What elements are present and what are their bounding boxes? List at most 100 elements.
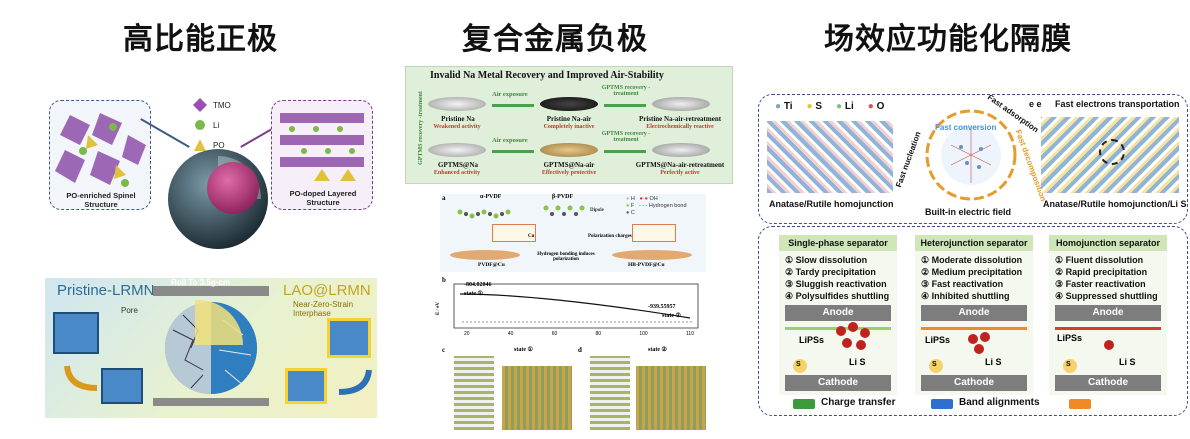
row2-note-1: Enhanced activity bbox=[433, 170, 481, 176]
air-exposure-label-bottom: Air exposure bbox=[492, 137, 528, 144]
separator-heading: 场效应功能化隔膜 bbox=[824, 22, 1072, 57]
row2-name-3: GPTMS@Na-air-retreatment bbox=[635, 161, 725, 169]
alpha-pvdf-label: α-PVDF bbox=[480, 194, 502, 200]
hetero-cathode: Cathode bbox=[921, 375, 1027, 391]
d-state-label: state ② bbox=[648, 347, 667, 353]
heterojunction-column: Heterojunction separator ① Moderate diss… bbox=[915, 235, 1033, 395]
fast-electrons-label: Fast electrons transportation bbox=[1055, 99, 1180, 109]
disk-pristine-na-air-retreatment bbox=[652, 97, 710, 111]
na-panel-title: Invalid Na Metal Recovery and Improved A… bbox=[430, 70, 664, 81]
hetero-separator-line bbox=[921, 327, 1027, 330]
highlight-circle bbox=[1099, 139, 1125, 165]
electron-marks: e e bbox=[1029, 99, 1042, 109]
core-shell-particle bbox=[168, 149, 268, 249]
atom-ti: ● Ti bbox=[775, 101, 793, 112]
beta-pvdf-label: β-PVDF bbox=[552, 194, 574, 200]
cathode-heading: 高比能正极 bbox=[123, 22, 278, 57]
row2-name-1: GPTMS@Na bbox=[438, 161, 478, 169]
energy-curve-chart bbox=[453, 283, 699, 329]
arrow-gptms-top bbox=[604, 104, 646, 107]
rolling-panel: Pristine-LRMN LAO@LRMN Roll To 3.5g·cm P… bbox=[45, 278, 377, 418]
c-slab-structure bbox=[502, 366, 572, 430]
curved-arrow-right-icon bbox=[338, 369, 372, 395]
energy-value-1: -804.02046 bbox=[464, 282, 492, 288]
subfigure-a: a α-PVDF β-PVDF ● H ●-● OH ● F - - - Hyd… bbox=[440, 194, 706, 272]
energy-axis-label: E / eV bbox=[436, 301, 442, 316]
dipole-label: Dipole bbox=[590, 208, 604, 213]
homojunction-title: Homojunction separator bbox=[1049, 235, 1167, 251]
layered-lattice-graphic bbox=[280, 113, 364, 181]
atom-legend: ● H ●-● OH ● F - - - Hydrogen bond ● C bbox=[626, 196, 687, 216]
right-homojunction-label: Anatase/Rutile homojunction/Li S bbox=[1043, 199, 1187, 209]
single-line-1: ① Slow dissolution bbox=[785, 255, 868, 265]
heterojunction-title: Heterojunction separator bbox=[915, 235, 1033, 251]
row1-note-1: Weakened activity bbox=[433, 124, 481, 130]
atom-li: ● Li bbox=[836, 101, 854, 112]
pristine-grain-bottom bbox=[101, 368, 143, 404]
single-lips-label: LiPSs bbox=[799, 335, 825, 345]
gptms-label-top: GPTMS recovery -treatment bbox=[601, 85, 651, 97]
disk-pristine-na bbox=[428, 97, 486, 111]
hetero-line-1: ① Moderate dissolution bbox=[921, 255, 1023, 265]
anatase-rutile-lattice bbox=[767, 121, 893, 193]
gptms-label-bottom: GPTMS recovery -treatment bbox=[601, 131, 651, 143]
homo-line-3: ③ Faster reactivation bbox=[1055, 279, 1146, 289]
arrow-air-top bbox=[492, 104, 534, 107]
single-cathode: Cathode bbox=[785, 375, 891, 391]
na-recovery-panel: Invalid Na Metal Recovery and Improved A… bbox=[405, 66, 733, 184]
charge-transfer-label: Charge transfer bbox=[821, 397, 896, 408]
subfigure-b: b E / eV -804.02046 state ① -939.55957 s… bbox=[436, 276, 706, 342]
hb-pvdf-cu-disk bbox=[612, 250, 692, 260]
electric-field-diagram bbox=[925, 109, 1017, 201]
hetero-li2s-label: Li S bbox=[985, 357, 1002, 367]
homo-lips-cluster bbox=[1104, 340, 1114, 350]
row1-name-3: Pristine Na-air-retreatment bbox=[638, 115, 722, 123]
extra-swatch bbox=[1069, 399, 1091, 409]
c-state-label: state ① bbox=[514, 347, 533, 353]
label-d: d bbox=[578, 346, 582, 354]
legend-item-li: Li bbox=[193, 118, 231, 132]
roller-bottom bbox=[153, 398, 269, 406]
state1-label: state ① bbox=[464, 291, 483, 297]
gptms-side-label: GPTMS recovery -treatment bbox=[417, 91, 424, 165]
fast-conversion-label: Fast conversion bbox=[935, 123, 997, 132]
disk-gptms-na-air bbox=[540, 143, 598, 157]
coated-grain-bottom bbox=[285, 368, 327, 404]
li-sphere-icon bbox=[195, 120, 205, 130]
hetero-lips-label: LiPSs bbox=[925, 335, 951, 345]
c-side-structure bbox=[454, 356, 494, 430]
homo-lips-label: LiPSs bbox=[1057, 333, 1083, 343]
pvdf-cu-disk bbox=[450, 250, 520, 260]
homo-line-1: ① Fluent dissolution bbox=[1055, 255, 1144, 265]
legend-item-tmo: TMO bbox=[193, 98, 231, 112]
hetero-line-3: ③ Fast reactivation bbox=[921, 279, 1004, 289]
single-anode: Anode bbox=[785, 305, 891, 321]
hetero-lips-cluster bbox=[968, 332, 990, 354]
d-side-structure bbox=[590, 356, 630, 430]
homo-separator-line bbox=[1055, 327, 1161, 330]
homo-line-2: ② Rapid precipitation bbox=[1055, 267, 1148, 277]
row2-note-2: Effectively protective bbox=[541, 170, 597, 176]
separator-comparison-panel: Single-phase separator ① Slow dissolutio… bbox=[758, 226, 1188, 416]
disk-pristine-na-air bbox=[540, 97, 598, 111]
hb-pvdf-cu-label: HB-PVDF@Cu bbox=[628, 262, 665, 268]
polymer-chain-graphic bbox=[457, 205, 585, 219]
label-c: c bbox=[442, 346, 446, 354]
single-phase-column: Single-phase separator ① Slow dissolutio… bbox=[779, 235, 897, 395]
cu-box-right bbox=[632, 224, 676, 242]
single-li2s-label: Li S bbox=[849, 357, 866, 367]
pristine-title: Pristine-LRMN bbox=[57, 282, 155, 299]
homo-cathode: Cathode bbox=[1055, 375, 1161, 391]
d-slab-structure bbox=[636, 366, 706, 430]
band-alignment-label: Band alignments bbox=[959, 397, 1040, 408]
band-alignment-swatch bbox=[931, 399, 953, 409]
cathode-structure-panel: PO-enriched Spinel Structure TMO Li PO bbox=[45, 92, 377, 252]
row2-note-3: Perfectly active bbox=[660, 170, 700, 176]
row1-name-1: Pristine Na bbox=[441, 115, 475, 123]
homo-anode: Anode bbox=[1055, 305, 1161, 321]
single-line-3: ③ Sluggish reactivation bbox=[785, 279, 887, 289]
legend-item-po: PO bbox=[193, 138, 231, 152]
pvdf-figure-panel: a α-PVDF β-PVDF ● H ●-● OH ● F - - - Hyd… bbox=[434, 188, 712, 436]
atom-key: ● Ti ● S ● Li ● O bbox=[775, 101, 884, 112]
